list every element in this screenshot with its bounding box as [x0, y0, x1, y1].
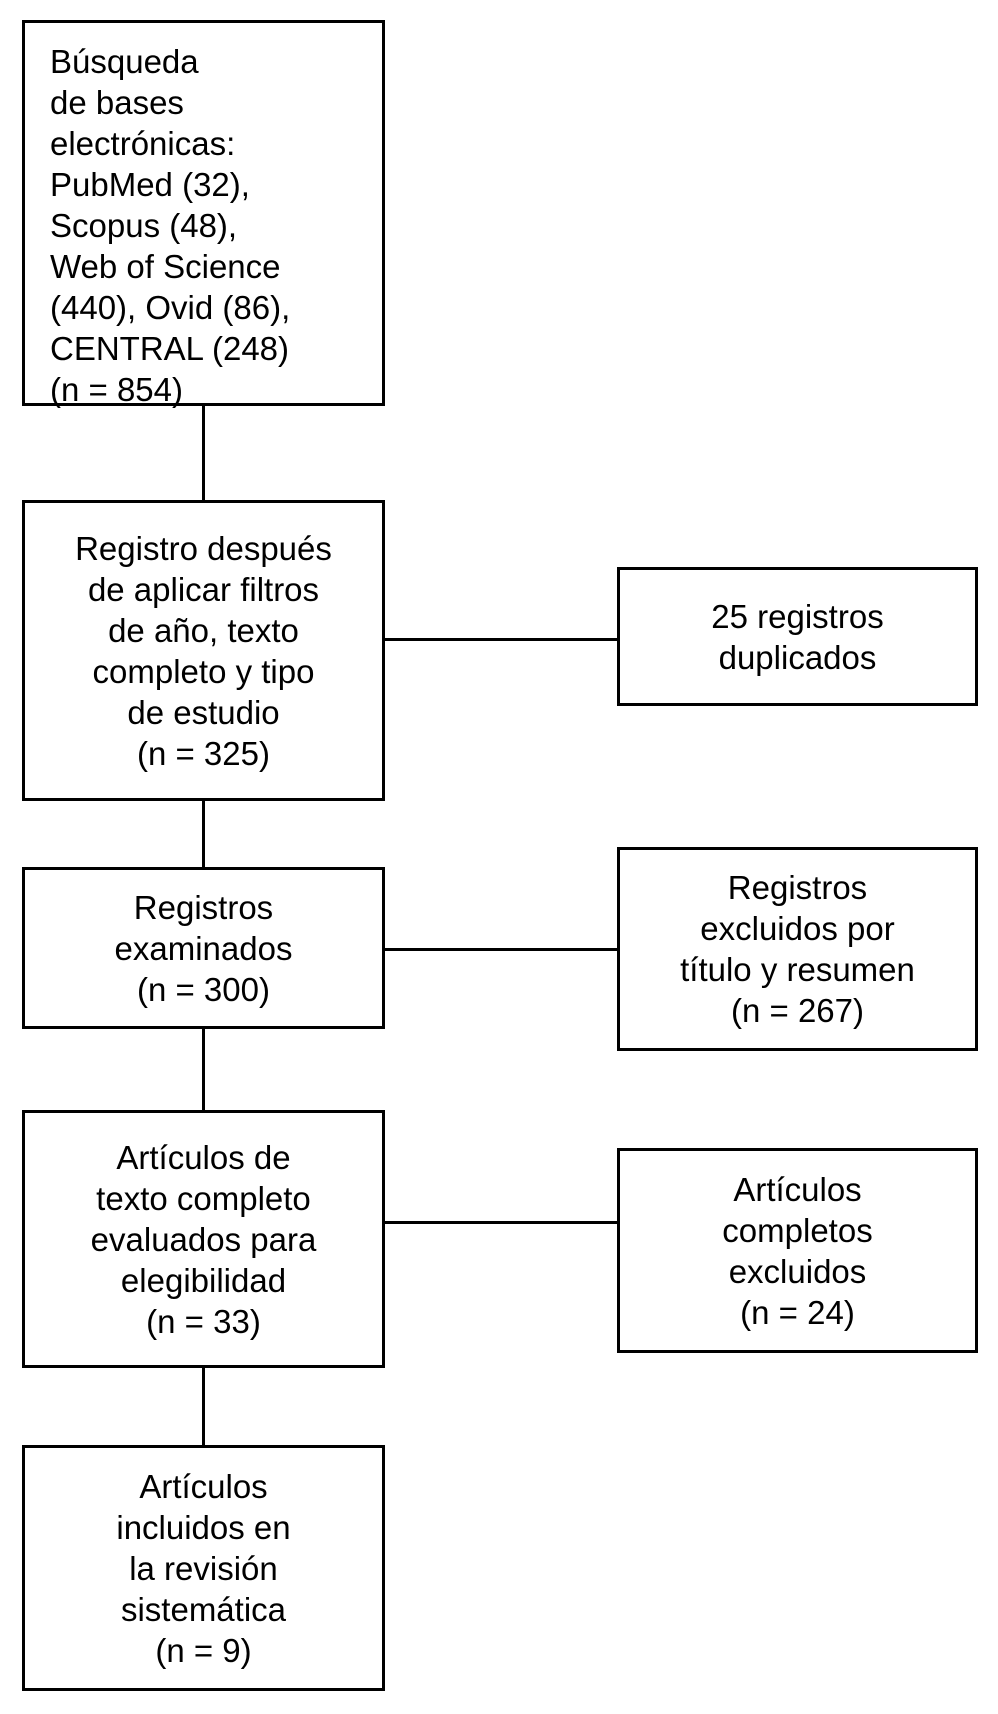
connector-fulltext-to-included	[202, 1368, 205, 1445]
box-included-review: Artículos incluidos en la revisión siste…	[22, 1445, 385, 1691]
box-excluded-title-abstract: Registros excluidos por título y resumen…	[617, 847, 978, 1051]
box-after-filters: Registro después de aplicar filtros de a…	[22, 500, 385, 801]
connector-screened-to-fulltext	[202, 1029, 205, 1110]
box-duplicates-removed: 25 registros duplicados	[617, 567, 978, 706]
box-fulltext-assessed: Artículos de texto completo evaluados pa…	[22, 1110, 385, 1368]
connector-screened-to-excluded	[385, 948, 617, 951]
connector-filters-to-screened	[202, 801, 205, 867]
connector-fulltext-to-fulltext-excluded	[385, 1221, 617, 1224]
box-records-screened: Registros examinados (n = 300)	[22, 867, 385, 1029]
connector-search-to-filters	[202, 406, 205, 500]
box-fulltext-excluded: Artículos completos excluidos (n = 24)	[617, 1148, 978, 1353]
box-database-search: Búsqueda de bases electrónicas: PubMed (…	[22, 20, 385, 408]
connector-filters-to-duplicates	[385, 638, 617, 641]
